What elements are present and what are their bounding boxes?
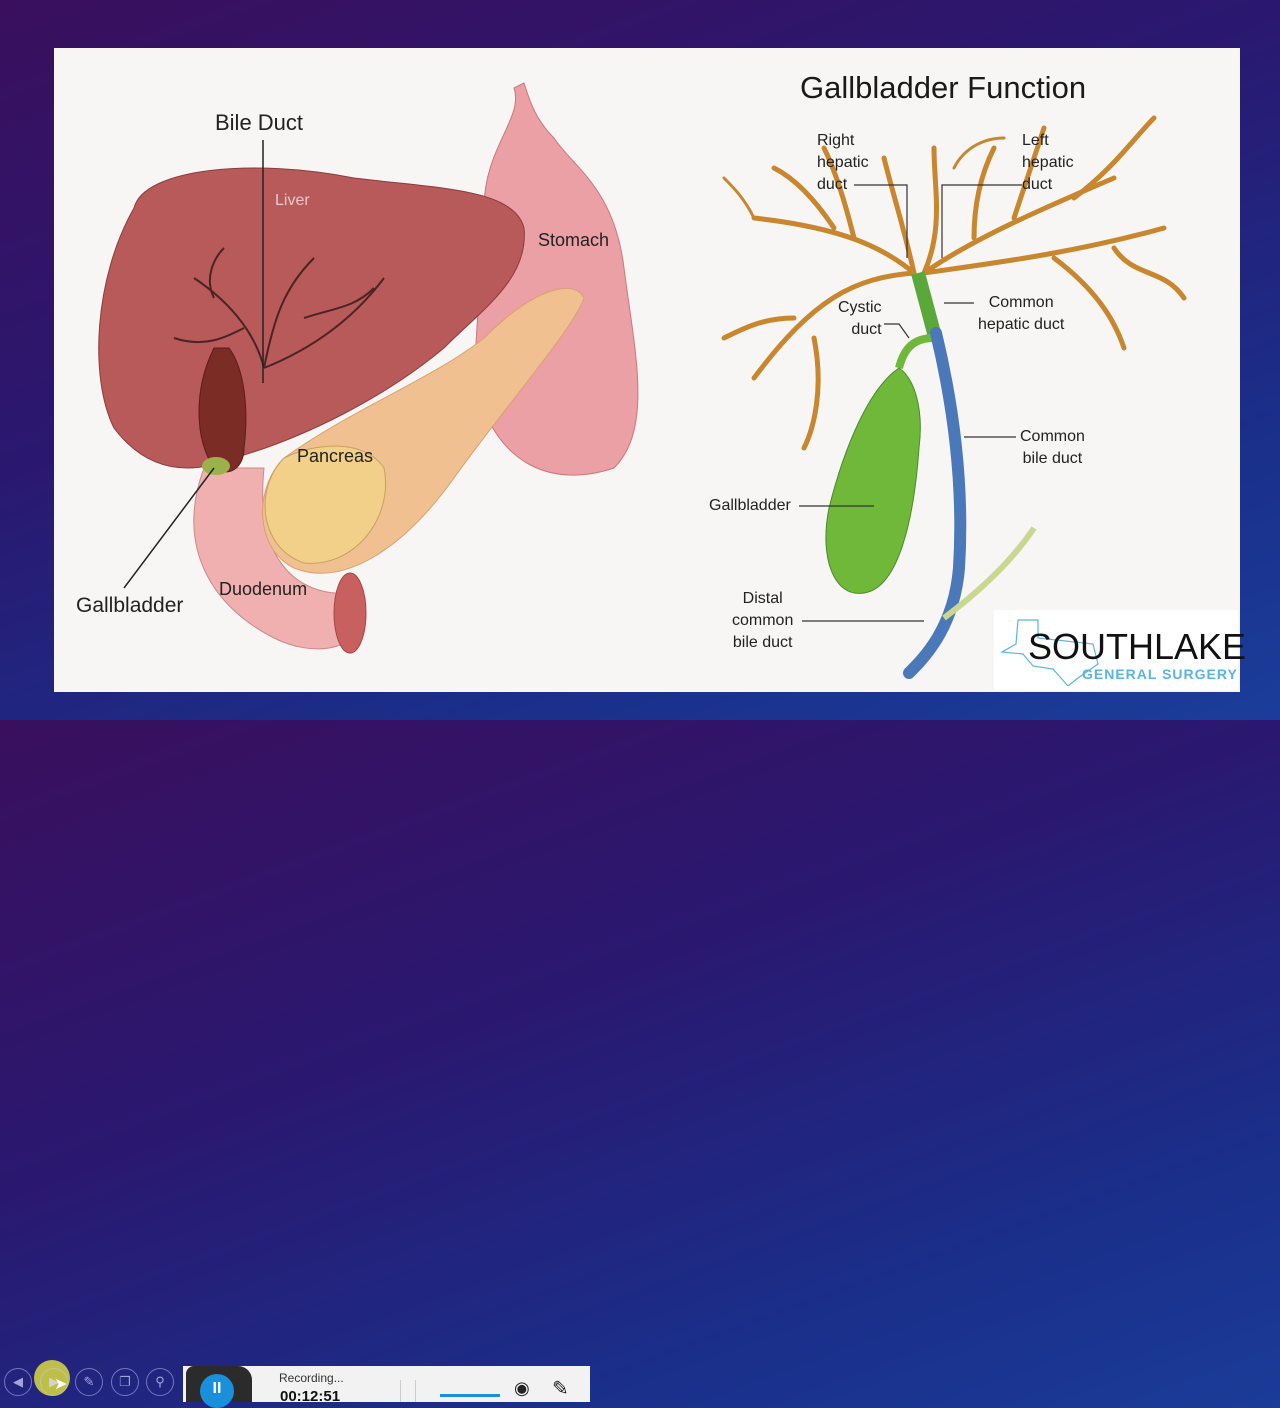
label-pancreas: Pancreas <box>297 446 374 466</box>
pencil-annotate-icon[interactable]: ✎ <box>552 1378 569 1400</box>
label-gallbladder-right: Gallbladder <box>709 497 791 514</box>
label-line: Right <box>817 132 855 149</box>
slide: Bile Duct Liver Stomach Pancreas Duodenu… <box>54 48 1246 692</box>
label-line: duct <box>1022 176 1053 193</box>
label-line: common <box>732 612 794 629</box>
presentation-toolbar: ◀ ▶ ✎ ❐ ⚲ II Recording... 00:12:51 ◉ ✎ ➤ <box>0 682 1280 1408</box>
label-line: Cystic <box>838 299 882 316</box>
label-right-hepatic-duct: Right hepatic duct <box>817 130 869 196</box>
label-line: Left <box>1022 132 1049 149</box>
label-gallbladder-left: Gallbladder <box>76 594 184 617</box>
label-line: duct <box>851 321 882 338</box>
recording-status: Recording... <box>279 1371 344 1385</box>
label-liver: Liver <box>275 192 310 209</box>
label-duodenum: Duodenum <box>219 579 308 599</box>
label-line: hepatic <box>1022 154 1074 171</box>
label-left-hepatic-duct: Left hepatic duct <box>1022 130 1074 196</box>
pen-tool-button[interactable]: ✎ <box>75 1368 103 1396</box>
zoom-button[interactable]: ⚲ <box>146 1368 174 1396</box>
slides-view-button[interactable]: ❐ <box>111 1368 139 1396</box>
slides-icon: ❐ <box>119 1374 131 1389</box>
label-common-bile-duct: Common bile duct <box>1020 426 1085 470</box>
audio-level-slider[interactable] <box>440 1394 500 1397</box>
logo-main-text: SOUTHLAKE <box>1028 626 1247 667</box>
anatomy-illustration <box>98 82 1187 679</box>
pause-recording-button[interactable]: II <box>186 1366 252 1408</box>
southlake-logo: SOUTHLAKE GENERAL SURGERY <box>994 610 1246 690</box>
label-bile-duct: Bile Duct <box>215 110 304 135</box>
magnifier-icon: ⚲ <box>155 1374 165 1389</box>
slide-title: Gallbladder Function <box>800 70 1087 105</box>
previous-slide-button[interactable]: ◀ <box>4 1368 32 1396</box>
webcam-icon[interactable]: ◉ <box>514 1378 530 1398</box>
logo-sub-text: GENERAL SURGERY <box>1082 666 1238 682</box>
label-line: Distal <box>742 590 783 607</box>
label-line: bile duct <box>732 634 793 651</box>
label-line: Common <box>1020 428 1085 445</box>
label-line: Common <box>988 294 1054 311</box>
label-common-hepatic-duct: Common hepatic duct <box>978 292 1064 336</box>
pause-icon: II <box>200 1374 234 1408</box>
label-line: hepatic duct <box>978 316 1065 333</box>
pen-icon: ✎ <box>83 1374 95 1389</box>
label-distal-common-bile-duct: Distal common bile duct <box>732 588 793 654</box>
arrow-left-icon: ◀ <box>13 1374 23 1389</box>
label-stomach: Stomach <box>538 230 610 250</box>
recording-time: 00:12:51 <box>280 1388 341 1405</box>
label-line: hepatic <box>817 154 869 171</box>
texas-outline-icon <box>1000 619 1099 686</box>
label-cystic-duct: Cystic duct <box>838 297 882 341</box>
drag-handle[interactable] <box>400 1380 416 1402</box>
mouse-cursor-icon: ➤ <box>54 1376 68 1393</box>
label-line: duct <box>817 176 848 193</box>
label-line: bile duct <box>1022 450 1083 467</box>
